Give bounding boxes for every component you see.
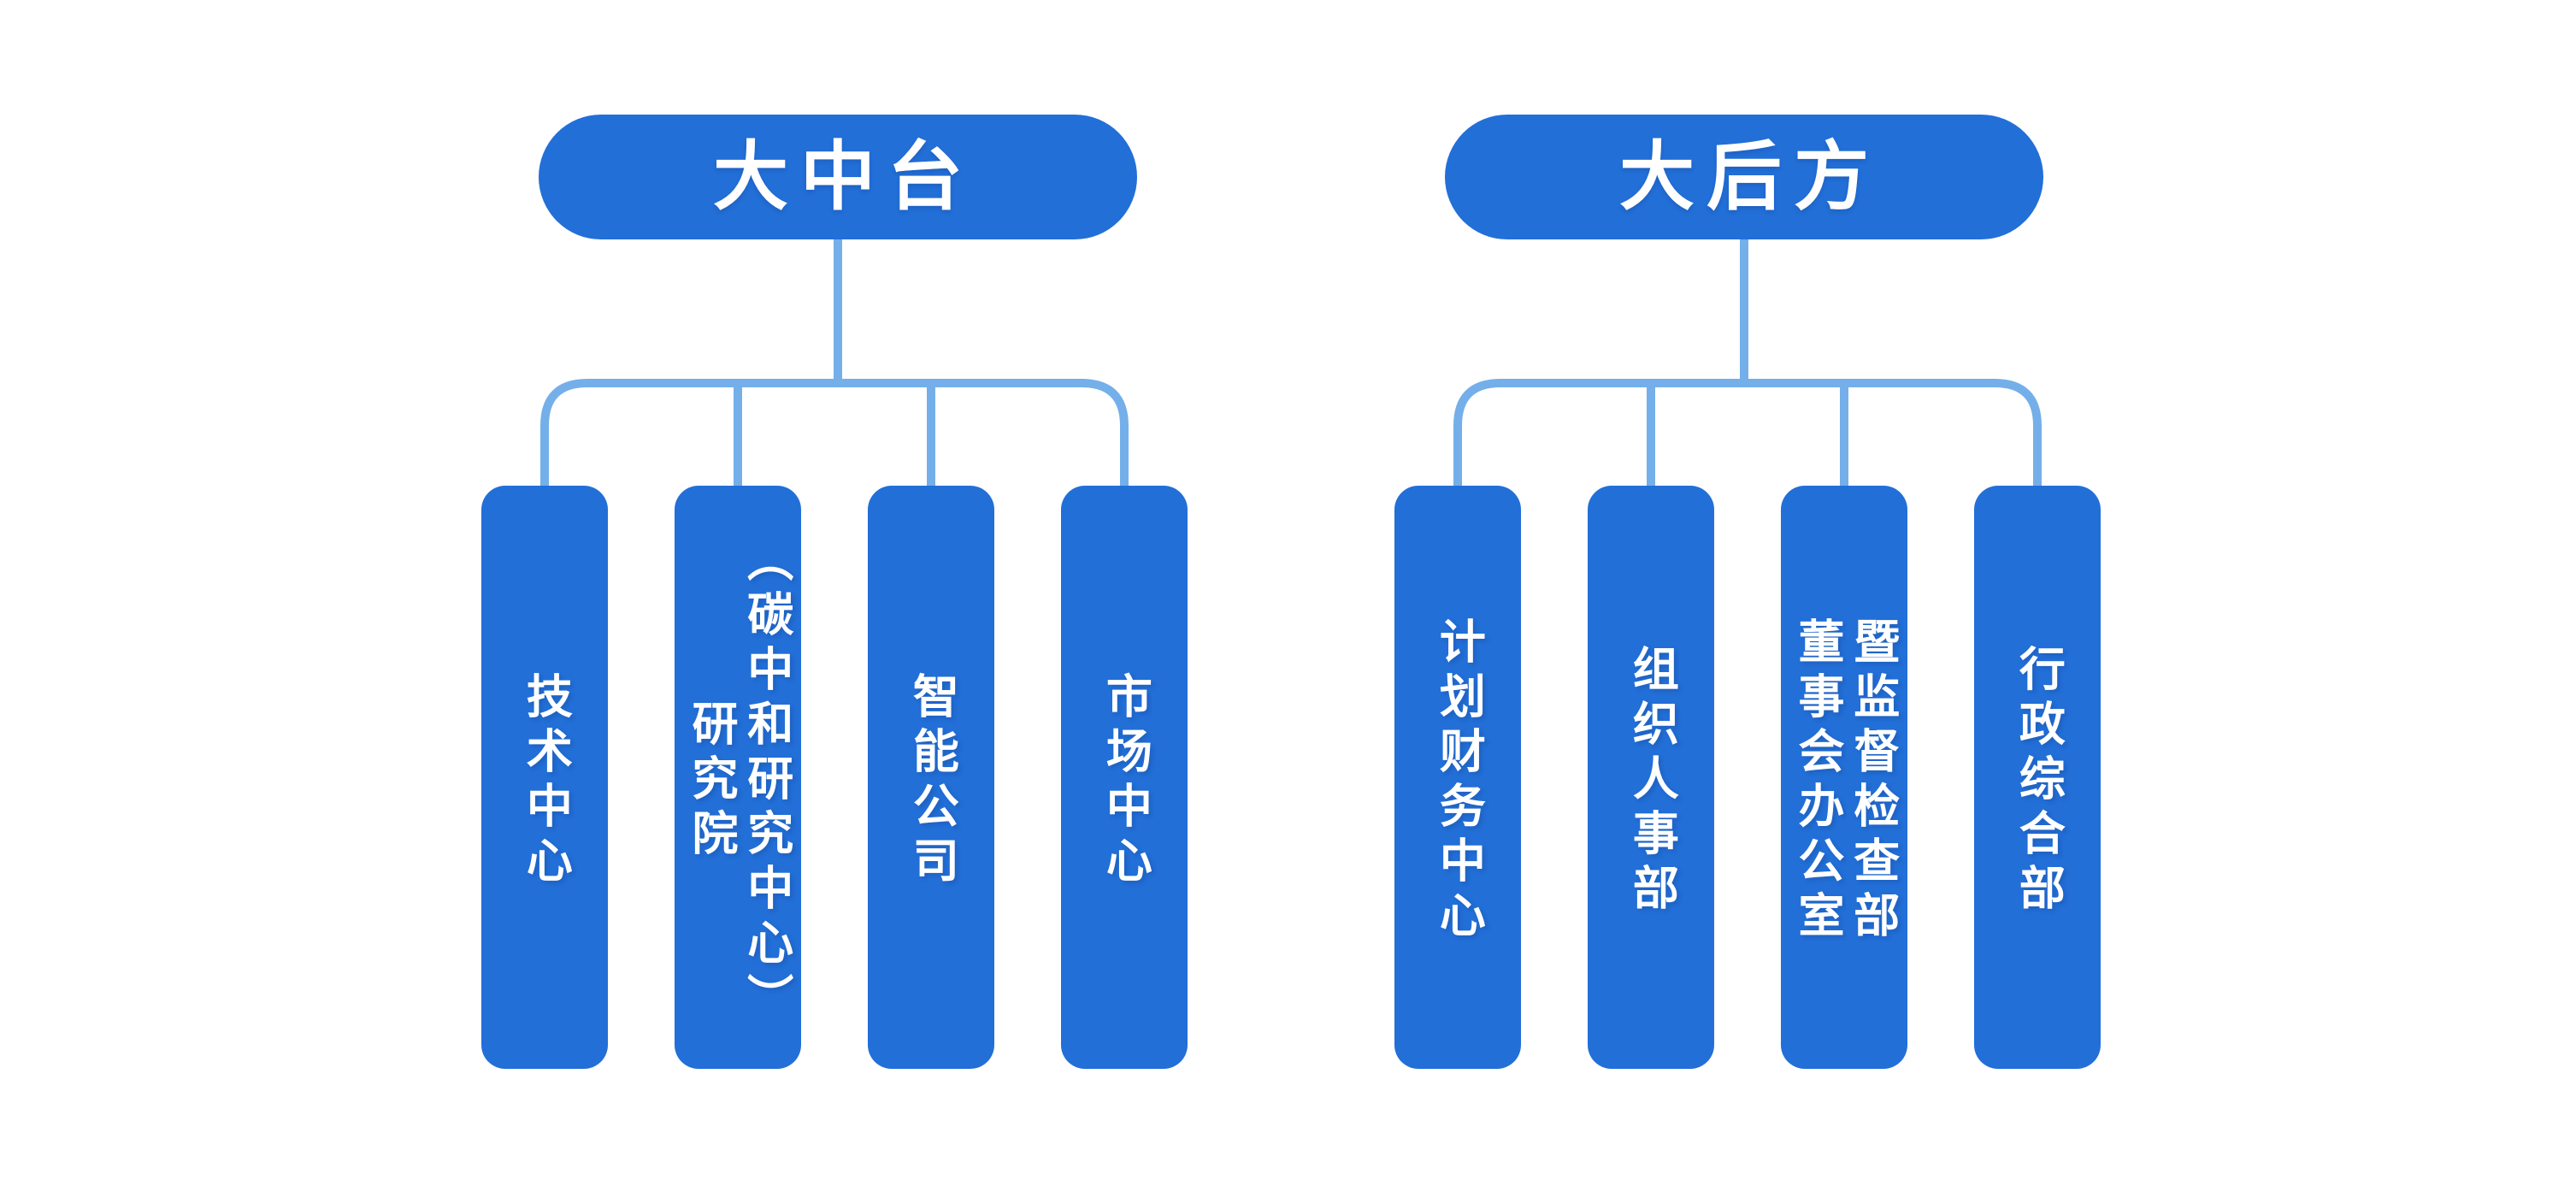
root-node-label: 大后方 xyxy=(1618,134,1881,219)
child-node-label: 组织人事部 xyxy=(1625,645,1677,918)
root-node-dazhongtai: 大中台 xyxy=(539,115,1137,239)
root-node-label: 大中台 xyxy=(712,134,975,219)
connector-bus xyxy=(1453,379,2042,489)
child-node-technology-center: 技术中心 xyxy=(481,486,608,1069)
child-node-label: 市场中心 xyxy=(1099,672,1151,891)
child-node-board-office-supervision: 董事会办公室 暨监督检查部 xyxy=(1781,486,1907,1069)
child-node-label: 计划财务中心 xyxy=(1432,617,1484,946)
child-node-research-institute: 研究院 （碳中和研究中心） xyxy=(675,486,801,1069)
child-node-intelligence-company: 智能公司 xyxy=(868,486,994,1069)
child-node-label: 行政综合部 xyxy=(2012,645,2064,918)
root-node-dahoufang: 大后方 xyxy=(1445,115,2043,239)
child-node-hr-department: 组织人事部 xyxy=(1588,486,1714,1069)
child-node-market-center: 市场中心 xyxy=(1061,486,1188,1069)
child-node-label: 技术中心 xyxy=(519,672,571,891)
connector-group-left xyxy=(540,236,1129,489)
child-node-label: 智能公司 xyxy=(905,672,958,891)
connector-group-right xyxy=(1453,236,2042,489)
child-node-admin-general-department: 行政综合部 xyxy=(1974,486,2101,1069)
child-node-planning-finance-center: 计划财务中心 xyxy=(1394,486,1521,1069)
child-node-label: 董事会办公室 暨监督检查部 xyxy=(1791,617,1898,946)
child-node-label: 研究院 （碳中和研究中心） xyxy=(685,535,792,1028)
connector-bus xyxy=(540,379,1129,489)
